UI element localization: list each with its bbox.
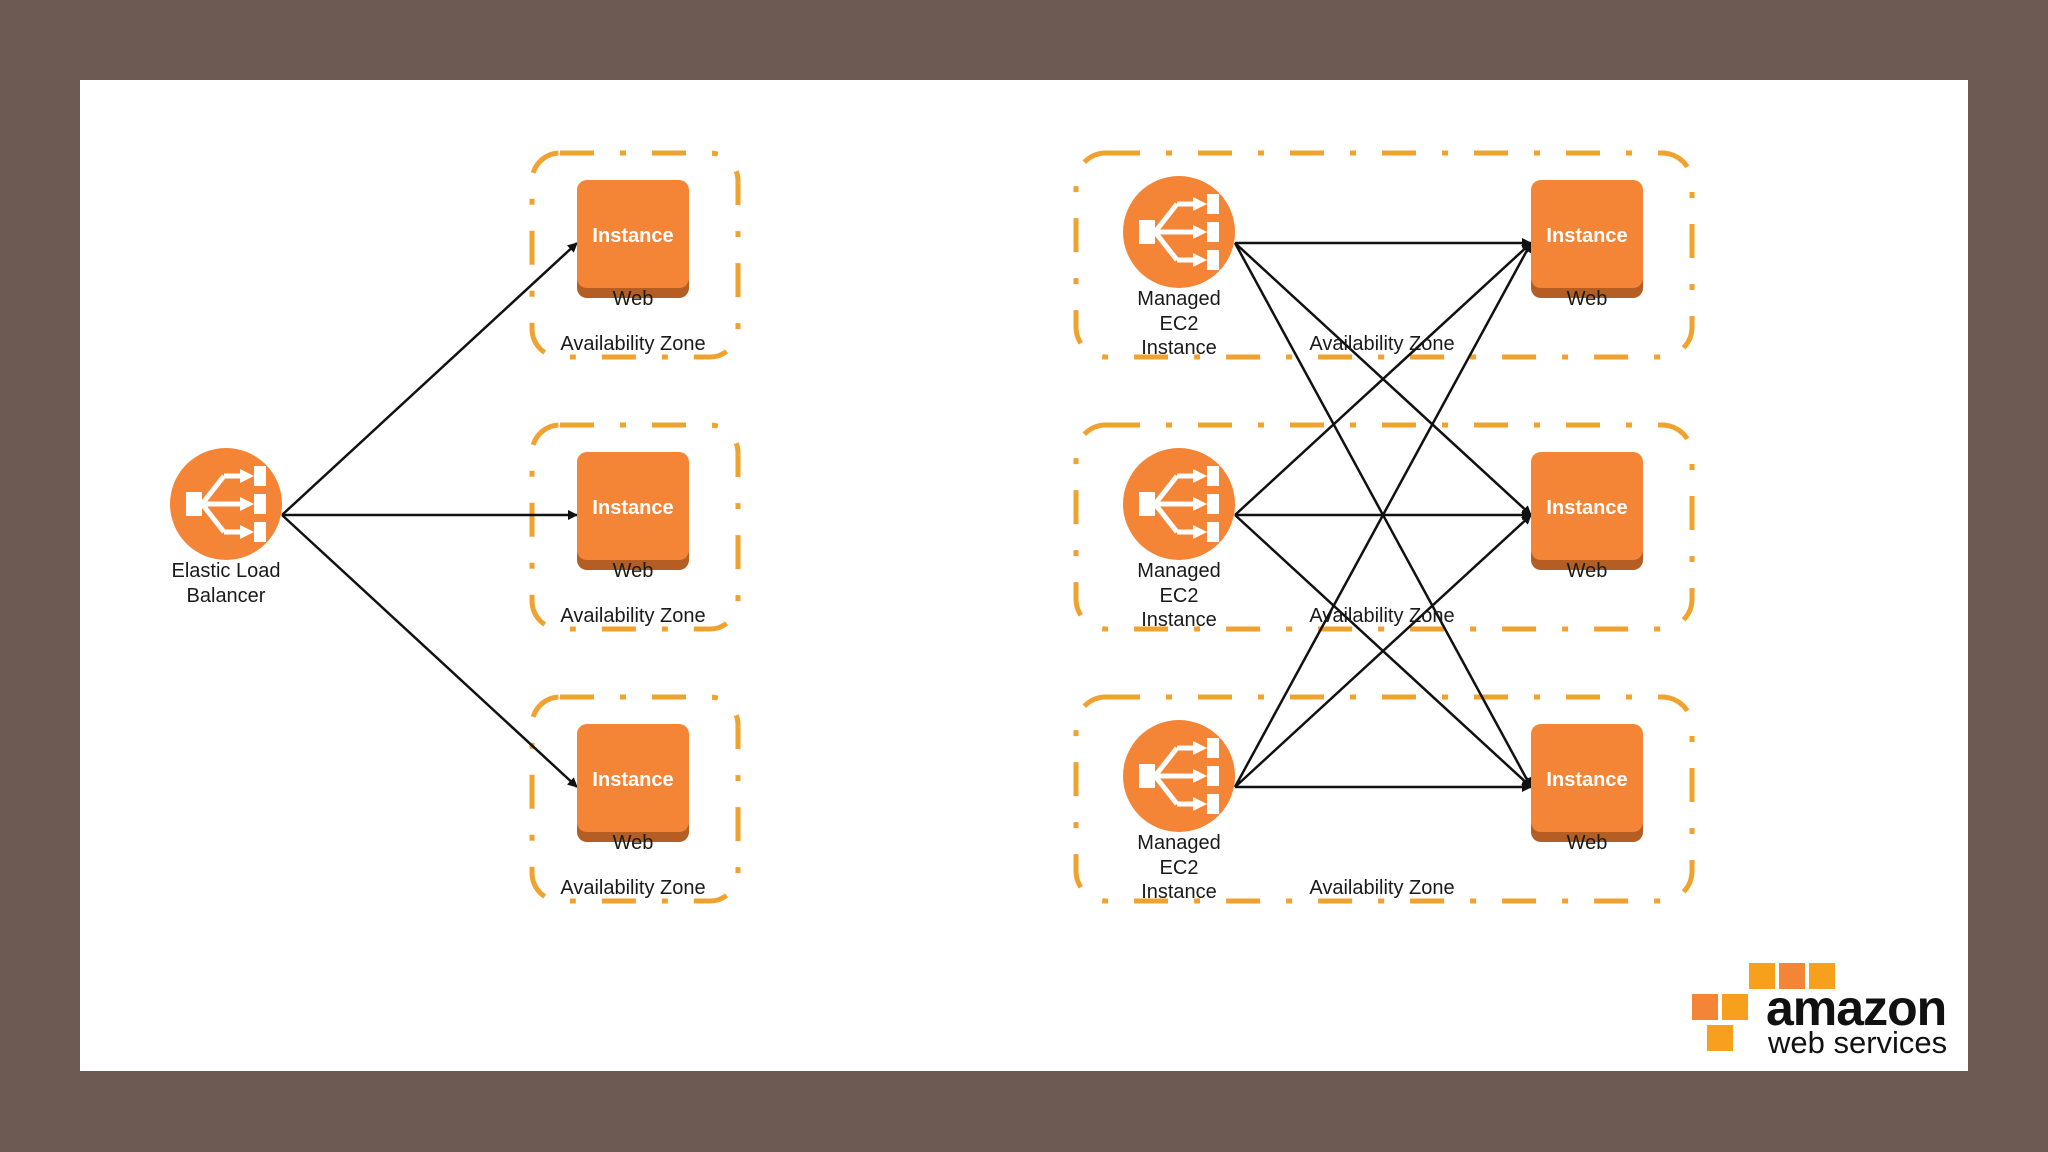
instance-label: Instance (592, 497, 673, 519)
instance-label: Instance (1546, 769, 1627, 791)
right-instance-2: Instance Web (1531, 452, 1643, 582)
node-label-line3: Instance (1141, 881, 1217, 903)
availability-zone-label: Availability Zone (1309, 877, 1454, 899)
right-zone-2 (1073, 422, 1695, 632)
left-zone-1 (529, 150, 741, 360)
role-label: Web (613, 832, 654, 854)
slide: Elastic Load Balancer Instance Web Avail… (80, 80, 1968, 1071)
right-zone-3 (1073, 694, 1695, 904)
availability-zone-label: Availability Zone (560, 605, 705, 627)
instance-label: Instance (592, 769, 673, 791)
role-label: Web (613, 560, 654, 582)
left-connections (281, 242, 578, 788)
left-instance-3: Instance Web Availability Zone (560, 724, 706, 899)
availability-zone-label: Availability Zone (1309, 605, 1454, 627)
aws-cubes-icon (1692, 963, 1835, 1051)
logo-text-amazon: amazon (1766, 980, 1946, 1036)
role-label: Web (1567, 560, 1608, 582)
load-balancer-icon (170, 448, 282, 560)
role-label: Web (1567, 832, 1608, 854)
logo-text-web-services: web services (1767, 1025, 1947, 1060)
instance-label: Instance (1546, 497, 1627, 519)
managed-ec2-node-2: Managed EC2 Instance (1123, 448, 1235, 631)
left-instance-2: Instance Web Availability Zone (560, 452, 706, 627)
right-instance-1: Instance Web (1531, 180, 1643, 310)
role-label: Web (1567, 288, 1608, 310)
node-label-line1: Managed (1137, 832, 1220, 854)
right-instance-3: Instance Web (1531, 724, 1643, 854)
instance-label: Instance (592, 225, 673, 247)
connector-arrow (281, 242, 578, 516)
instance-label: Instance (1546, 225, 1627, 247)
left-zone-3 (529, 694, 741, 904)
elastic-load-balancer: Elastic Load Balancer (170, 448, 282, 607)
left-zone-2 (529, 422, 741, 632)
right-zone-1 (1073, 150, 1695, 360)
role-label: Web (613, 288, 654, 310)
architecture-diagram: Elastic Load Balancer Instance Web Avail… (80, 150, 1947, 1060)
connector-arrow (1234, 514, 1532, 788)
availability-zone-label: Availability Zone (560, 333, 705, 355)
load-balancer-label-line2: Balancer (187, 585, 266, 607)
availability-zone-label: Availability Zone (560, 877, 705, 899)
managed-ec2-node-1: Managed EC2 Instance (1123, 176, 1235, 359)
node-label-line3: Instance (1141, 337, 1217, 359)
load-balancer-icon (1123, 176, 1235, 288)
node-label-line2: EC2 (1160, 857, 1199, 879)
left-instance-1: Instance Web Availability Zone (560, 180, 706, 355)
availability-zone-label: Availability Zone (1309, 333, 1454, 355)
connector-arrow (281, 514, 578, 788)
connector-arrow (1234, 242, 1532, 516)
load-balancer-icon (1123, 720, 1235, 832)
node-label-line2: EC2 (1160, 313, 1199, 335)
node-label-line2: EC2 (1160, 585, 1199, 607)
node-label-line3: Instance (1141, 609, 1217, 631)
node-label-line1: Managed (1137, 560, 1220, 582)
aws-logo: amazon web services (1692, 963, 1947, 1060)
managed-ec2-node-3: Managed EC2 Instance (1123, 720, 1235, 903)
node-label-line1: Managed (1137, 288, 1220, 310)
load-balancer-icon (1123, 448, 1235, 560)
load-balancer-label-line1: Elastic Load (172, 560, 281, 582)
right-connections (1233, 238, 1533, 792)
connector-arrow (1233, 242, 1533, 788)
